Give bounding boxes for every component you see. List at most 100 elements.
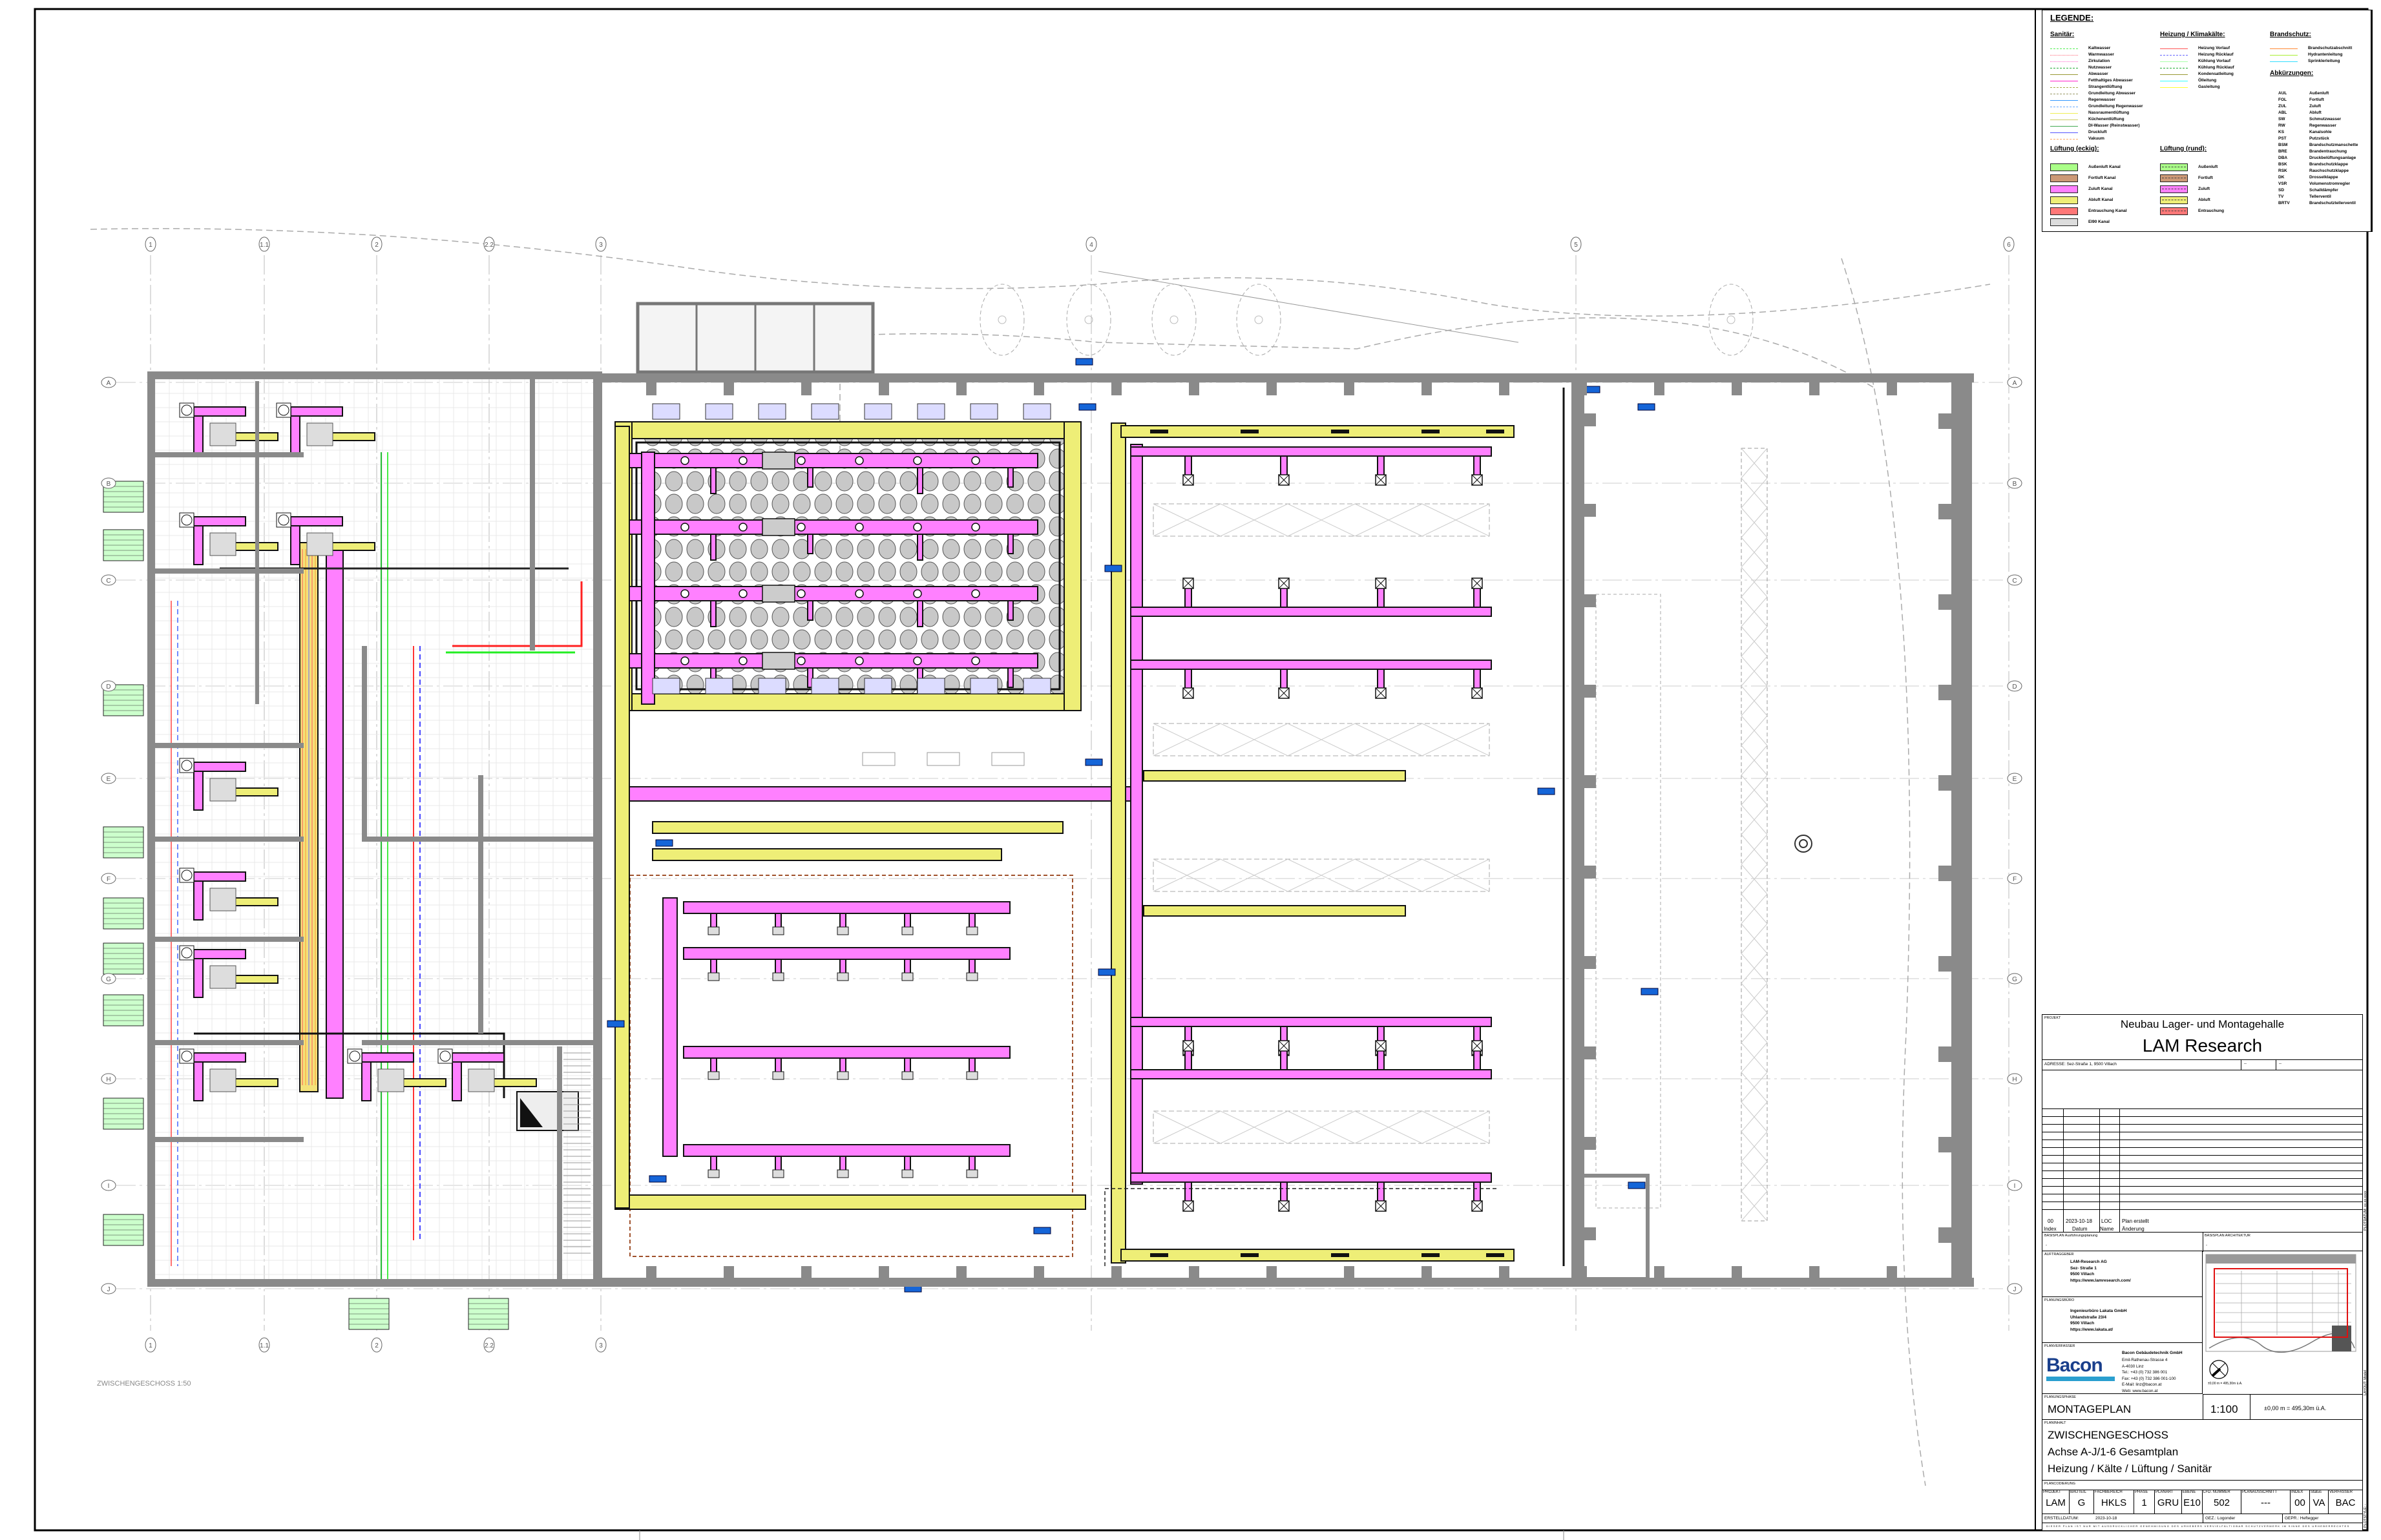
- wall: [1344, 1266, 1354, 1279]
- diffuser-label: [652, 403, 680, 420]
- pipe-tag: [1085, 758, 1103, 766]
- wall: [1421, 381, 1432, 395]
- diffuser-icon: [913, 456, 922, 465]
- plan-code-header: Status: [2311, 1490, 2322, 1494]
- supply-branch: [1280, 1049, 1288, 1070]
- diffuser-cross: [1278, 578, 1290, 589]
- fan-icon-blades: [181, 947, 193, 959]
- diffuser-cross: [1375, 1040, 1387, 1052]
- pipe-tag: [649, 1175, 667, 1183]
- abbreviation-meaning: Druckbelüftungsanlage: [2309, 156, 2356, 160]
- diffuser-icon: [772, 1169, 784, 1178]
- light-field-cross: [1421, 503, 1490, 537]
- planverfasser-caption: PLANVERFASSER: [2044, 1344, 2075, 1348]
- plan-code-value: 1: [2141, 1497, 2147, 1508]
- abbreviation: BSM: [2278, 143, 2288, 147]
- site-boundary: [839, 317, 1874, 452]
- ceiling-element: [963, 629, 981, 650]
- legend-line-sample: [2050, 55, 2078, 56]
- address-line: Fax: +43 (0) 732 386 001-100: [2122, 1376, 2176, 1381]
- exhaust-duct: [1120, 425, 1515, 438]
- light-field-cross: [1421, 723, 1490, 756]
- truss-bracing: [1741, 983, 1768, 1014]
- diffuser-cross: [1375, 1200, 1387, 1212]
- revision-change: Plan erstellt: [2122, 1218, 2149, 1224]
- truss-bracing: [1741, 1072, 1768, 1103]
- wall: [601, 1278, 1974, 1287]
- diffuser-cross: [1182, 1200, 1194, 1212]
- grid-row-marker: [101, 1283, 116, 1295]
- address-line: LAM-Research AG: [2070, 1260, 2107, 1264]
- abbreviation: BRTV: [2278, 201, 2290, 205]
- legend-item-label: Kaltwasser: [2088, 46, 2111, 50]
- tree-trunk: [998, 315, 1007, 324]
- legend-heading-abkuerzungen: Abkürzungen:: [2270, 70, 2314, 77]
- ceiling-element: [729, 471, 747, 492]
- wall: [1938, 775, 1951, 791]
- legend-item-label: Hydrantenleitung: [2308, 52, 2343, 57]
- grid-row-label: C: [2012, 578, 2017, 585]
- wall: [956, 1266, 967, 1279]
- revision-row-line: [2042, 1186, 2362, 1187]
- ceiling-element: [921, 539, 939, 559]
- ceiling-element: [771, 561, 790, 582]
- legend-duct-label: Entrauchung Kanal: [2088, 209, 2127, 213]
- grid-column-label: 1: [149, 242, 152, 249]
- exhaust-grille: [1486, 430, 1504, 433]
- grid-row-marker: [2007, 477, 2022, 489]
- tree-trunk: [1254, 315, 1263, 324]
- wall: [956, 381, 967, 395]
- supply-branch: [775, 913, 782, 928]
- supply-shaft: [326, 542, 344, 1099]
- exhaust-duct: [329, 432, 375, 441]
- wall: [1344, 381, 1354, 395]
- wall: [1584, 956, 1596, 969]
- plan-code-value: VA: [2313, 1497, 2325, 1508]
- grid-column-marker: [145, 1337, 156, 1353]
- supply-branch: [1377, 1049, 1385, 1070]
- abbreviation-meaning: Zuluft: [2309, 104, 2322, 109]
- exhaust-grille: [1421, 430, 1440, 433]
- plan-code-value: LAM: [2046, 1497, 2066, 1508]
- plan-code-header: EBENE: [2183, 1490, 2196, 1494]
- site-boundary: [1841, 258, 1926, 1486]
- plan-code-value: 00: [2294, 1497, 2305, 1508]
- supply-duct: [193, 525, 204, 565]
- grid-row-marker: [101, 1180, 116, 1191]
- revision-row-line: [2042, 1178, 2362, 1179]
- abbreviation-meaning: Brandentrauchung: [2309, 149, 2347, 154]
- revision-column-line: [2099, 1108, 2100, 1232]
- pipe-tag: [1033, 1227, 1051, 1234]
- address-line: 9500 Villach: [2070, 1321, 2095, 1326]
- wall: [1584, 775, 1596, 788]
- ceiling-element: [793, 561, 811, 582]
- ceiling-element: [878, 561, 896, 582]
- supply-branch: [1007, 600, 1014, 621]
- grid-row-label: J: [107, 1286, 110, 1293]
- grid-column-marker: [483, 1337, 495, 1353]
- pipe-tag: [1104, 565, 1122, 572]
- abbreviation-meaning: Fortluft: [2309, 98, 2324, 102]
- fan-coil-unit: [209, 965, 236, 989]
- legend-item-label: Sprinklerleitung: [2308, 59, 2340, 63]
- wall: [601, 373, 1974, 382]
- grid-column-marker: [371, 1337, 383, 1353]
- diffuser-icon: [966, 926, 978, 935]
- ceiling-element: [814, 494, 832, 514]
- diffuser-icon: [797, 456, 806, 465]
- exhaust-grille: [1486, 1253, 1504, 1257]
- building-walls: [147, 302, 1974, 1287]
- legend-duct-swatch: [2160, 185, 2188, 193]
- project-title: Neubau Lager- und Montagehalle: [2120, 1018, 2285, 1030]
- truss-bracing: [1741, 507, 1768, 538]
- grid-row-label: A: [2013, 380, 2017, 387]
- diffuser-icon: [680, 523, 689, 532]
- tree-symbol: [980, 284, 1025, 356]
- pipe-tag: [607, 1020, 625, 1028]
